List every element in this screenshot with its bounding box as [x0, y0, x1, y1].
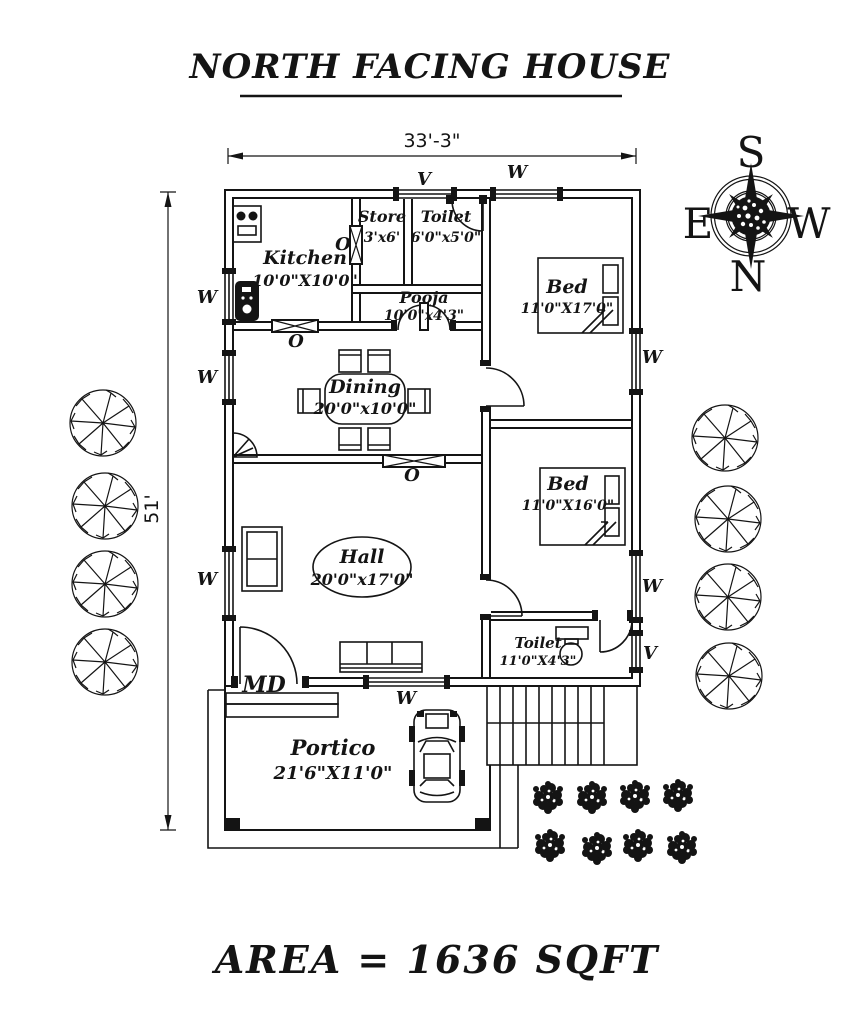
chair-icon — [338, 349, 362, 373]
svg-text:10'0"X10'0": 10'0"X10'0" — [252, 271, 358, 290]
opening-dining — [382, 454, 446, 468]
page-title: NORTH FACING HOUSE — [189, 47, 671, 87]
compass-label-n: N — [730, 252, 767, 301]
room-label-toilet-bottom: Toilet 11'0"X4'3" — [500, 634, 577, 669]
window-marker: W — [197, 287, 219, 308]
dimension-line-left: 51' — [141, 191, 176, 831]
svg-text:Toilet: Toilet — [514, 634, 561, 652]
svg-text:Dining: Dining — [328, 376, 401, 398]
room-label-portico: Portico 21'6"X11'0" — [273, 735, 393, 784]
window-marker: W — [507, 162, 529, 183]
window-marker: W — [642, 576, 664, 597]
svg-text:20'0"x10'0": 20'0"x10'0" — [313, 399, 417, 418]
room-label-store: Store 3'x6' — [358, 207, 406, 246]
window-right-bed2 — [629, 550, 643, 623]
door-toilet-bottom — [592, 610, 633, 653]
bed-icon-1 — [537, 257, 624, 334]
compass-rose: S N E W — [683, 128, 832, 301]
svg-text:20'0"x17'0": 20'0"x17'0" — [310, 570, 414, 589]
svg-text:11'0"X16'0": 11'0"X16'0" — [522, 498, 614, 514]
opening-store — [349, 225, 363, 265]
svg-text:21'6"X11'0": 21'6"X11'0" — [273, 763, 393, 784]
chair-icon — [367, 349, 391, 373]
room-label-bed1: Bed 11'0"X17'0" — [521, 276, 613, 317]
plot-boundary — [207, 689, 519, 849]
dining-table-icon — [324, 373, 406, 425]
chair-icon — [297, 388, 321, 414]
room-label-hall: Hall 20'0"x17'0" — [310, 536, 414, 598]
svg-text:3'x6': 3'x6' — [364, 230, 400, 246]
door-bed2 — [480, 574, 523, 620]
main-door-marker: MD — [241, 672, 285, 698]
room-label-toilet-top: Toilet 6'0"x5'0" — [411, 207, 481, 246]
window-marker: W — [396, 688, 418, 709]
window-marker: W — [642, 347, 664, 368]
dimension-width-label: 33'-3" — [403, 130, 460, 152]
opening-marker: O — [288, 331, 304, 352]
bed-icon-2 — [539, 467, 626, 546]
ventilator-marker: V — [417, 169, 433, 190]
svg-text:Portico: Portico — [290, 735, 376, 760]
car-icon — [409, 709, 465, 803]
room-label-dining: Dining 20'0"x10'0" — [313, 376, 417, 418]
dining-chairs — [297, 349, 431, 451]
pooja-arch-door — [391, 302, 456, 331]
chair-icon — [338, 427, 362, 451]
door-toilet-top — [446, 195, 487, 232]
compass-label-w: W — [787, 199, 831, 248]
corner-basin-icon — [232, 432, 258, 458]
compass-label-s: S — [737, 128, 766, 177]
chair-icon — [367, 427, 391, 451]
sink-icon — [235, 281, 259, 321]
area-label: AREA = 1636 SQFT — [212, 937, 660, 982]
dimension-height-label: 51' — [141, 494, 163, 523]
main-door-arc — [231, 626, 309, 688]
window-left-kitchen — [222, 268, 236, 325]
window-bottom-hall — [363, 675, 450, 689]
door-bed1 — [480, 360, 525, 412]
svg-text:Bed: Bed — [546, 473, 588, 495]
compass-label-e: E — [683, 199, 714, 248]
svg-text:11'0"X4'3": 11'0"X4'3" — [500, 654, 577, 669]
toilet-seat-icon — [555, 626, 589, 666]
room-label-bed2: Bed 11'0"X16'0" — [522, 473, 614, 514]
svg-text:Hall: Hall — [339, 546, 385, 568]
window-right-bed1 — [629, 328, 643, 395]
svg-text:11'0"X17'0": 11'0"X17'0" — [521, 301, 613, 317]
ventilator-right-toilet — [629, 630, 643, 673]
window-left-hall — [222, 546, 236, 621]
portico-outline — [224, 686, 491, 831]
window-left-dining — [222, 350, 236, 405]
dimension-line-top: 33'-3" — [227, 130, 637, 164]
room-label-pooja: Pooja 10'0"x4'3" — [384, 288, 464, 324]
chair-icon — [407, 388, 431, 414]
trees-right — [691, 404, 763, 710]
tv-unit-icon — [241, 526, 283, 592]
stove-icon — [232, 205, 262, 243]
ventilator-marker: V — [643, 643, 659, 664]
window-top — [490, 187, 563, 201]
sofa-icon — [339, 641, 423, 673]
opening-kitchen — [271, 319, 319, 333]
window-marker: W — [197, 367, 219, 388]
opening-marker: O — [404, 465, 420, 486]
window-marker: W — [197, 569, 219, 590]
svg-text:Bed: Bed — [545, 276, 587, 298]
svg-text:6'0"x5'0": 6'0"x5'0" — [411, 230, 481, 246]
svg-text:Pooja: Pooja — [398, 288, 448, 307]
trees-left — [69, 389, 139, 696]
opening-marker: O — [335, 234, 351, 255]
svg-text:Toilet: Toilet — [421, 207, 472, 226]
svg-text:Store: Store — [358, 207, 406, 226]
window-top-ventilator — [393, 187, 457, 201]
svg-text:Kitchen: Kitchen — [262, 247, 347, 269]
svg-text:10'0"x4'3": 10'0"x4'3" — [384, 308, 464, 324]
shrubs — [533, 779, 697, 865]
staircase — [486, 685, 638, 766]
room-label-kitchen: Kitchen 10'0"X10'0" — [252, 247, 358, 290]
